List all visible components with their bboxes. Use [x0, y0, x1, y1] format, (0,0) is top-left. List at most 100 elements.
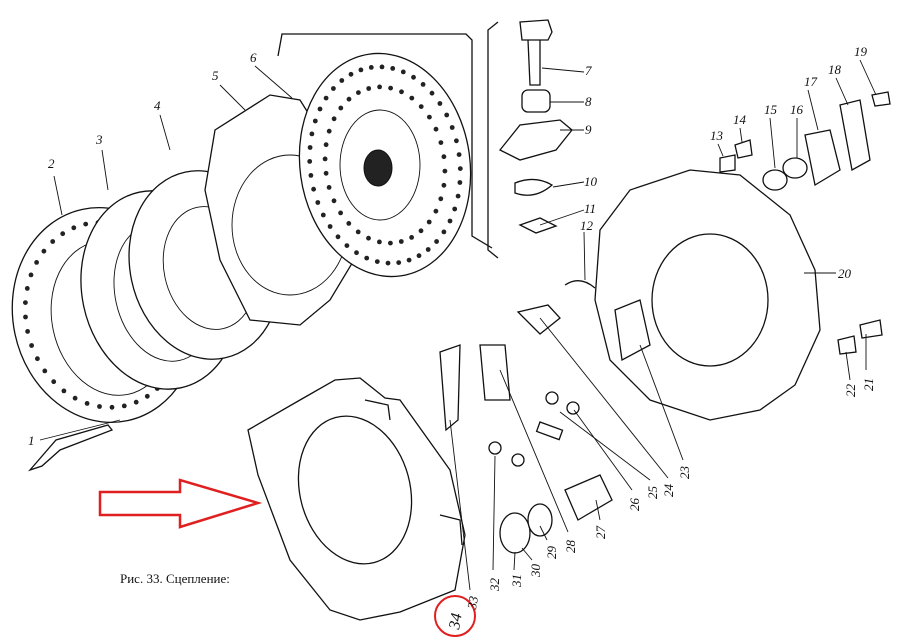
clutch-housing-20 [594, 169, 821, 421]
part-label-32: 32 [487, 578, 502, 593]
part-label-31: 31 [509, 574, 524, 588]
disc-hole [447, 218, 453, 224]
part-label-24: 24 [661, 484, 676, 498]
disc-hole [25, 329, 30, 334]
disc-hole [71, 225, 77, 231]
disc-hole [457, 166, 463, 172]
part-label-23: 23 [677, 466, 692, 480]
part-label-33: 33 [464, 594, 481, 611]
part-label-28: 28 [563, 540, 578, 554]
disc-hole [23, 314, 28, 320]
disc-hole [390, 66, 396, 71]
disc-hole [354, 250, 359, 256]
disc-hole [346, 221, 352, 226]
disc-hole [388, 240, 393, 246]
disc-hole [400, 69, 406, 75]
disc-hole [51, 379, 57, 385]
small-parts [27, 19, 891, 554]
part-label-30: 30 [528, 564, 543, 579]
highlight-label-34: 34 [446, 612, 466, 632]
disc-hole [356, 90, 361, 95]
part-label-4: 4 [154, 98, 161, 113]
disc-hole [429, 90, 435, 96]
part-label-26: 26 [627, 498, 642, 512]
figure-caption: Рис. 33. Сцепление: [120, 571, 230, 586]
part-label-14: 14 [733, 112, 747, 127]
part-label-10: 10 [584, 174, 598, 189]
disc-hole [411, 74, 416, 80]
disc-hole [23, 300, 28, 305]
disc-hole [399, 89, 404, 95]
disc-hole [418, 104, 424, 109]
part-label-22: 22 [843, 384, 858, 398]
disc-hole [331, 198, 337, 204]
disc-hole [441, 154, 447, 160]
part-label-1: 1 [28, 433, 35, 448]
disc-hole [420, 82, 426, 87]
disc-hole [144, 393, 150, 399]
part-label-29: 29 [544, 546, 559, 560]
disc-hole [346, 96, 352, 102]
disc-hole [41, 248, 47, 254]
leader-lines [39, 59, 877, 591]
disc-hole [444, 112, 450, 118]
part-label-9: 9 [585, 122, 592, 137]
disc-hole [121, 403, 127, 409]
disc-hole [323, 95, 329, 101]
disc-hole [454, 138, 459, 144]
disc-hole [61, 388, 67, 394]
disc-hole [320, 212, 326, 218]
disc-hole [452, 206, 458, 212]
part-label-21: 21 [861, 378, 876, 391]
part-label-13: 13 [710, 128, 724, 143]
disc-hole [83, 221, 89, 227]
disc-hole [438, 140, 444, 146]
disc-hole [331, 86, 336, 91]
disc-hole [409, 95, 415, 101]
disc-hole [28, 272, 34, 278]
disc-holes-6 [307, 64, 463, 266]
part-label-19: 19 [854, 44, 868, 59]
part-label-11: 11 [584, 201, 596, 216]
disc-hole [379, 64, 385, 70]
disc-hole [457, 180, 463, 185]
part-label-17: 17 [804, 74, 818, 89]
disc-hole [374, 259, 380, 264]
disc-hole [338, 105, 344, 111]
part-label-16: 16 [790, 102, 804, 117]
disc-hole [309, 131, 315, 137]
disc-hole [366, 235, 371, 241]
disc-hole [455, 193, 461, 199]
disc-hole [434, 239, 439, 244]
disc-hole [433, 126, 439, 132]
disc-hole [416, 253, 422, 259]
disc-hole [366, 86, 372, 91]
disc-hole [425, 247, 431, 252]
disc-hole [368, 65, 374, 70]
disc-hole [335, 234, 341, 240]
disc-hole [385, 260, 391, 266]
disc-hole [396, 260, 402, 265]
disc-hole [348, 71, 354, 77]
disc-hole [133, 399, 139, 405]
disc-hole [323, 170, 329, 176]
part-label-15: 15 [764, 102, 778, 117]
disc-hole [355, 229, 361, 235]
disc-hole [388, 85, 393, 91]
disc-hole [97, 404, 102, 409]
plate-34 [247, 377, 466, 621]
disc-hole [317, 106, 323, 112]
part-label-18: 18 [828, 62, 842, 77]
part-label-20: 20 [838, 266, 852, 281]
disc-hole [327, 224, 333, 229]
disc-hole [377, 84, 382, 90]
disc-hole [307, 145, 313, 150]
part-label-7: 7 [585, 63, 592, 78]
disc-hole [339, 78, 345, 83]
disc-hole [418, 228, 424, 234]
disc-hole [24, 286, 30, 291]
disc-hole [437, 101, 443, 106]
disc-hole [29, 343, 34, 348]
disc-hole [406, 257, 412, 263]
